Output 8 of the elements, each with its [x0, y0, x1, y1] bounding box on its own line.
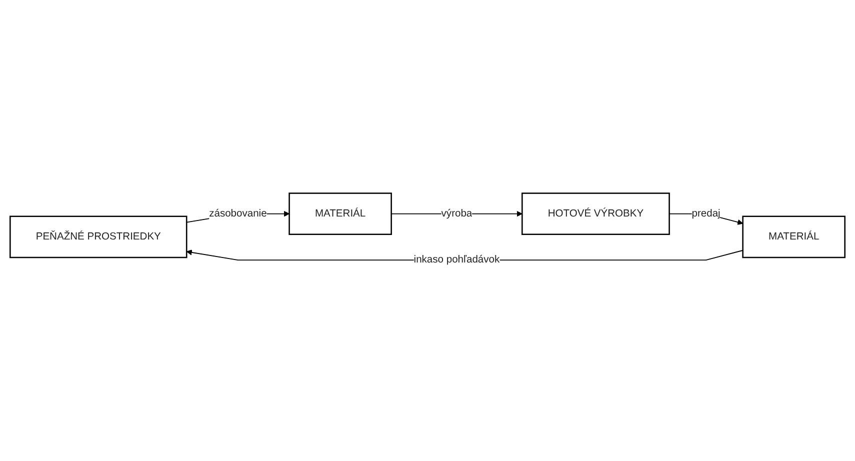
node-box: HOTOVÉ VÝROBKY	[522, 192, 670, 235]
node-box: MATERIÁL	[742, 216, 846, 258]
edge-label: zásobovanie	[209, 208, 267, 219]
node-box: MATERIÁL	[288, 192, 392, 235]
edge-label: predaj	[692, 208, 720, 219]
edge-label: výroba	[441, 208, 472, 219]
node-box: PEŇAŽNÉ PROSTRIEDKY	[10, 216, 188, 258]
edge-label: inkaso pohľadávok	[414, 254, 500, 266]
